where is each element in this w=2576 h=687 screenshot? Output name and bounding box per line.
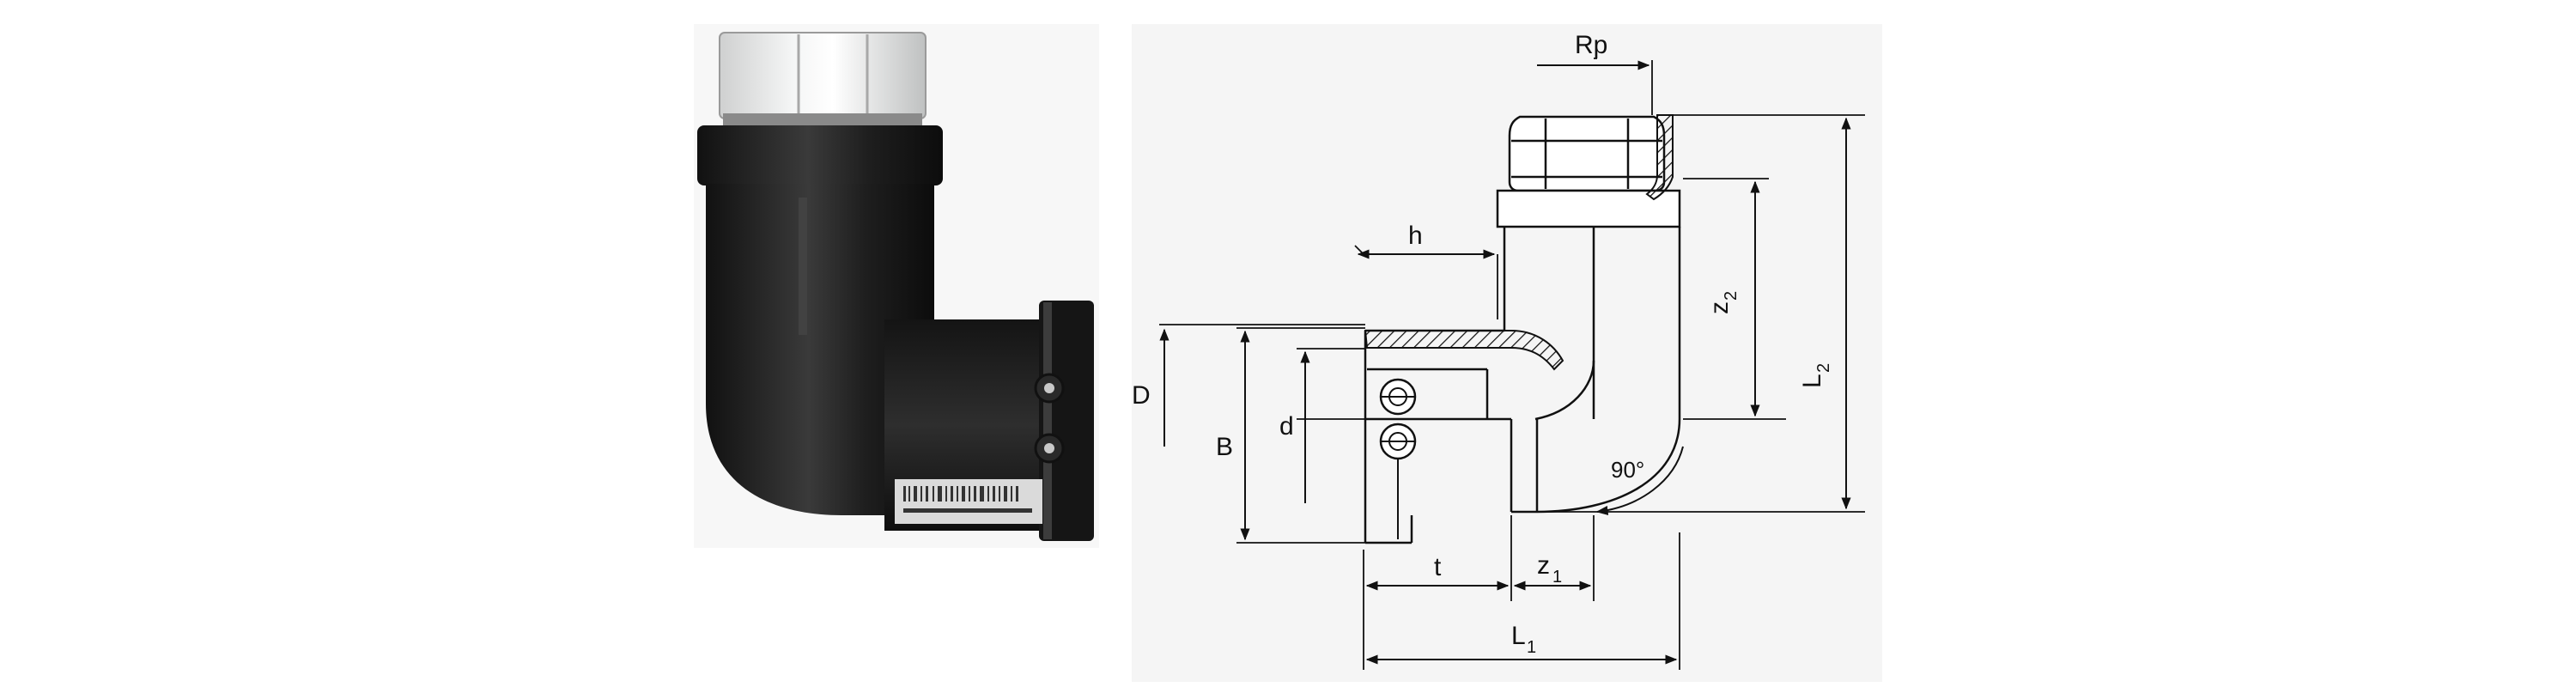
technical-drawing: Rp h D B d z 2 L 2 90° t z 1 L 1 xyxy=(1132,24,1882,682)
label-L2-main: L xyxy=(1798,374,1826,388)
label-angle: 90° xyxy=(1611,457,1644,483)
dimension-lines xyxy=(1159,60,1851,665)
label-h: h xyxy=(1408,222,1423,250)
label-z1: z 1 xyxy=(1537,551,1562,587)
dimension-labels: Rp h D B d z 2 L 2 90° t z 1 L 1 xyxy=(1132,31,1833,657)
label-z1-main: z xyxy=(1537,551,1550,580)
extension-lines xyxy=(1159,58,1865,670)
label-z2-main: z xyxy=(1705,301,1734,314)
barcode-label xyxy=(895,479,1042,524)
label-z1-sub: 1 xyxy=(1552,568,1562,587)
label-z2-sub: 2 xyxy=(1722,291,1741,301)
terminal-pins xyxy=(1034,373,1065,464)
label-L1: L 1 xyxy=(1511,622,1536,657)
dim-angle-arc xyxy=(1595,446,1684,516)
hatched-wall xyxy=(1364,330,1564,371)
vertical-socket xyxy=(697,125,943,356)
hatched-thread xyxy=(1645,114,1674,201)
label-rp: Rp xyxy=(1575,31,1607,59)
product-photo xyxy=(694,24,1099,548)
label-L1-main: L xyxy=(1511,622,1526,650)
label-L1-sub: 1 xyxy=(1527,638,1536,657)
label-L2: L 2 xyxy=(1798,363,1833,388)
elbow-bend xyxy=(706,301,934,515)
label-z2: z 2 xyxy=(1705,291,1741,314)
hex-nut xyxy=(719,32,927,125)
label-D: D xyxy=(1132,381,1151,410)
label-d: d xyxy=(1279,412,1294,441)
label-t: t xyxy=(1434,553,1442,581)
label-B: B xyxy=(1216,433,1233,461)
label-L2-sub: 2 xyxy=(1814,363,1833,373)
heating-wire-coils xyxy=(1379,378,1417,539)
